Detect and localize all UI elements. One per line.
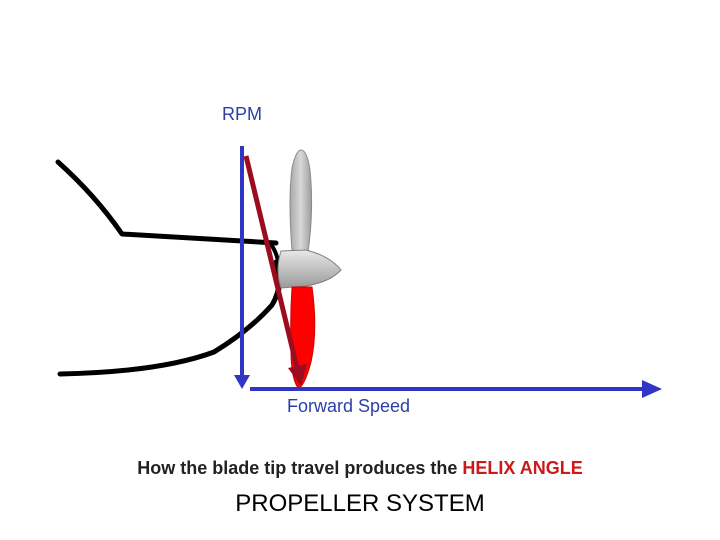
forward-speed-label: Forward Speed	[287, 396, 411, 416]
propeller-hub	[277, 249, 342, 289]
helix-angle-highlight: HELIX ANGLE	[462, 458, 583, 478]
helix-angle-arrow	[243, 155, 301, 373]
caption-text: How the blade tip travel produces the	[137, 458, 463, 478]
rpm-arrowhead	[234, 375, 250, 389]
hull-lower-line	[57, 259, 282, 377]
page-title: PROPELLER SYSTEM	[235, 490, 485, 517]
rpm-label: RPM	[222, 104, 262, 124]
propeller-blade-upper	[289, 149, 313, 253]
propeller	[277, 149, 342, 389]
forward-speed-arrowhead	[642, 380, 662, 398]
diagram-caption: How the blade tip travel produces the HE…	[0, 458, 720, 479]
helix-resultant	[243, 155, 307, 386]
hull-upper-line	[55, 159, 279, 246]
helix-arrowhead	[288, 364, 307, 386]
hull-outline	[55, 159, 282, 377]
velocity-axes	[234, 146, 662, 398]
